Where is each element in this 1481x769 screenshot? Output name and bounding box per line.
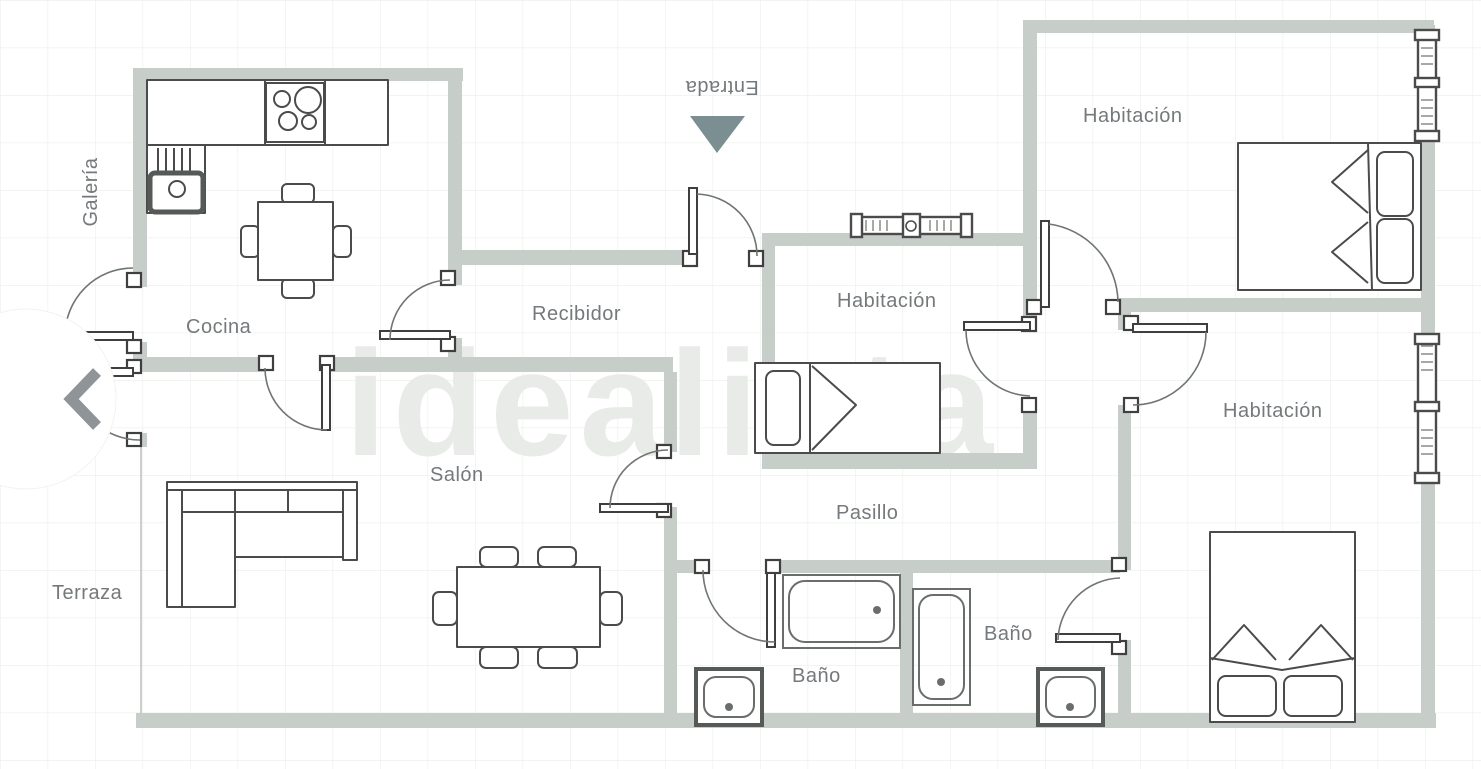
bathtub-left-icon — [782, 574, 901, 649]
door-habitacion-middle — [963, 315, 1038, 414]
kitchen-sink-icon — [146, 144, 206, 215]
label-bano-left: Baño — [792, 665, 841, 687]
entrance-marker: Entrada — [685, 76, 759, 153]
label-terraza: Terraza — [52, 582, 123, 604]
kitchen-table — [240, 183, 352, 299]
back-button[interactable] — [0, 308, 117, 490]
label-habitacion-top-right: Habitación — [1083, 105, 1183, 127]
corner-sofa — [166, 481, 358, 608]
bathtub-right-icon — [912, 588, 971, 706]
door-bano-left — [693, 558, 782, 648]
label-salon: Salón — [430, 464, 484, 486]
label-habitacion-middle: Habitación — [837, 290, 937, 312]
back-button-circle[interactable] — [0, 308, 117, 490]
single-bed-middle — [754, 362, 941, 454]
door-cocina-salon — [257, 354, 336, 431]
washbasin-left-icon — [694, 667, 764, 727]
double-bed-bottom-right — [1209, 531, 1356, 723]
label-pasillo: Pasillo — [836, 502, 898, 524]
washbasin-right-icon — [1036, 667, 1105, 727]
label-cocina: Cocina — [186, 316, 252, 338]
chevron-left-icon — [63, 368, 101, 430]
window-top-right-bedroom — [1413, 28, 1441, 143]
label-recibidor: Recibidor — [532, 303, 621, 325]
kitchen-counter — [146, 79, 389, 146]
door-habitacion-right — [1122, 314, 1208, 414]
label-habitacion-right: Habitación — [1223, 400, 1323, 422]
label-galeria: Galería — [80, 157, 102, 226]
room-labels: Galería Cocina Recibidor Habitación Habi… — [52, 105, 1323, 687]
label-bano-right: Baño — [984, 623, 1033, 645]
door-bano-right — [1055, 556, 1128, 656]
double-bed-top-right — [1237, 142, 1422, 291]
stove-icon — [265, 82, 325, 143]
entrance-arrow-icon — [690, 116, 745, 153]
door-cocina — [379, 269, 457, 353]
entrada-label: Entrada — [685, 76, 759, 98]
dining-table — [432, 546, 623, 669]
door-habitacion-top-right — [1025, 220, 1122, 316]
door-entrance — [681, 187, 765, 268]
door-salon-entry — [599, 443, 673, 519]
windows — [849, 28, 1441, 485]
window-middle-bedroom — [849, 212, 974, 239]
window-right-bedroom — [1413, 332, 1441, 485]
